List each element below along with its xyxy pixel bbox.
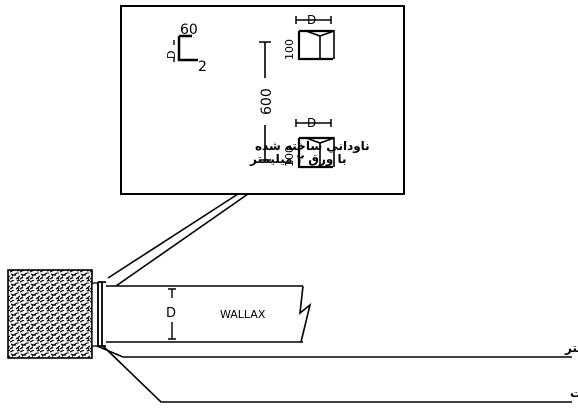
channel-note-line1: ناوداني ساخته شده (255, 139, 370, 154)
connection-callout-text: اتصال ورق ناودانی به ستون بتنی با پیچ و … (570, 386, 578, 401)
detail-frame (120, 5, 405, 195)
panel-depth-dimension (168, 288, 176, 340)
channel-flange-label: 60 (180, 22, 198, 38)
insulation-callout-text: پلی استایرن فشرده به ضخامت ۲٫۵ سانتیمتر (564, 341, 578, 355)
wallax-panel (106, 285, 312, 343)
channel-thickness-label: 2 (198, 59, 207, 75)
channel-plate (97, 281, 106, 347)
bottom-section-width-label: D (307, 116, 316, 130)
section-view: D WALLAX (7, 269, 312, 359)
bottom-channel-section: D 100 (283, 116, 335, 169)
top-section-side-label: 100 (283, 39, 296, 60)
top-channel-section: D 100 (283, 13, 335, 61)
channel-profile-symbol: 60 D 2 (165, 22, 207, 75)
spacing-dimension: 600 (259, 41, 275, 161)
insulation-callout: پلی استایرن فشرده به ضخامت ۲٫۵ سانتیمتر (96, 341, 578, 358)
top-section-width-label: D (307, 13, 316, 27)
spacing-label: 600 (259, 88, 275, 115)
channel-note-line2: با ورق ۲ ميليمتر (249, 152, 347, 167)
concrete-column (7, 269, 93, 359)
panel-name-label: WALLAX (220, 308, 266, 321)
bottom-section-side-label: 100 (283, 146, 296, 167)
detail-box: 60 D 2 D 100 600 D 100 ناوداني س (120, 5, 405, 195)
channel-depth-label: D (165, 51, 178, 59)
detail-leader-line (107, 193, 249, 287)
panel-depth-label: D (166, 306, 176, 321)
connection-callout: اتصال ورق ناودانی به ستون بتنی با پیچ و … (102, 345, 578, 403)
